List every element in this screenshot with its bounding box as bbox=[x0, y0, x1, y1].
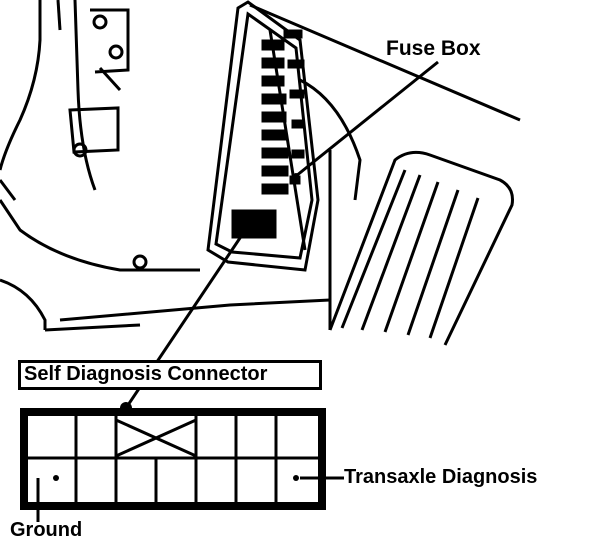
self-diagnosis-connector-label: Self Diagnosis Connector bbox=[24, 363, 268, 385]
body-panel-lines bbox=[44, 3, 521, 332]
hinge-upper bbox=[90, 8, 130, 92]
pedal-mat bbox=[328, 150, 514, 346]
fuse-slots bbox=[231, 29, 305, 239]
ground-pin-dot bbox=[53, 475, 59, 481]
connector-grid bbox=[28, 416, 318, 502]
connector-diagram bbox=[20, 408, 326, 510]
self-diagnosis-connector-label-box bbox=[18, 360, 322, 390]
transaxle-pin-dot bbox=[293, 475, 299, 481]
ground-label: Ground bbox=[10, 519, 83, 541]
door-frame bbox=[0, 0, 200, 330]
hinge-lower bbox=[68, 106, 148, 270]
transaxle-diagnosis-label: Transaxle Diagnosis bbox=[344, 466, 538, 488]
fuse-box-leader-dot bbox=[293, 173, 299, 179]
fuse-box-leader bbox=[295, 60, 439, 178]
fuse-box-label: Fuse Box bbox=[386, 37, 481, 60]
